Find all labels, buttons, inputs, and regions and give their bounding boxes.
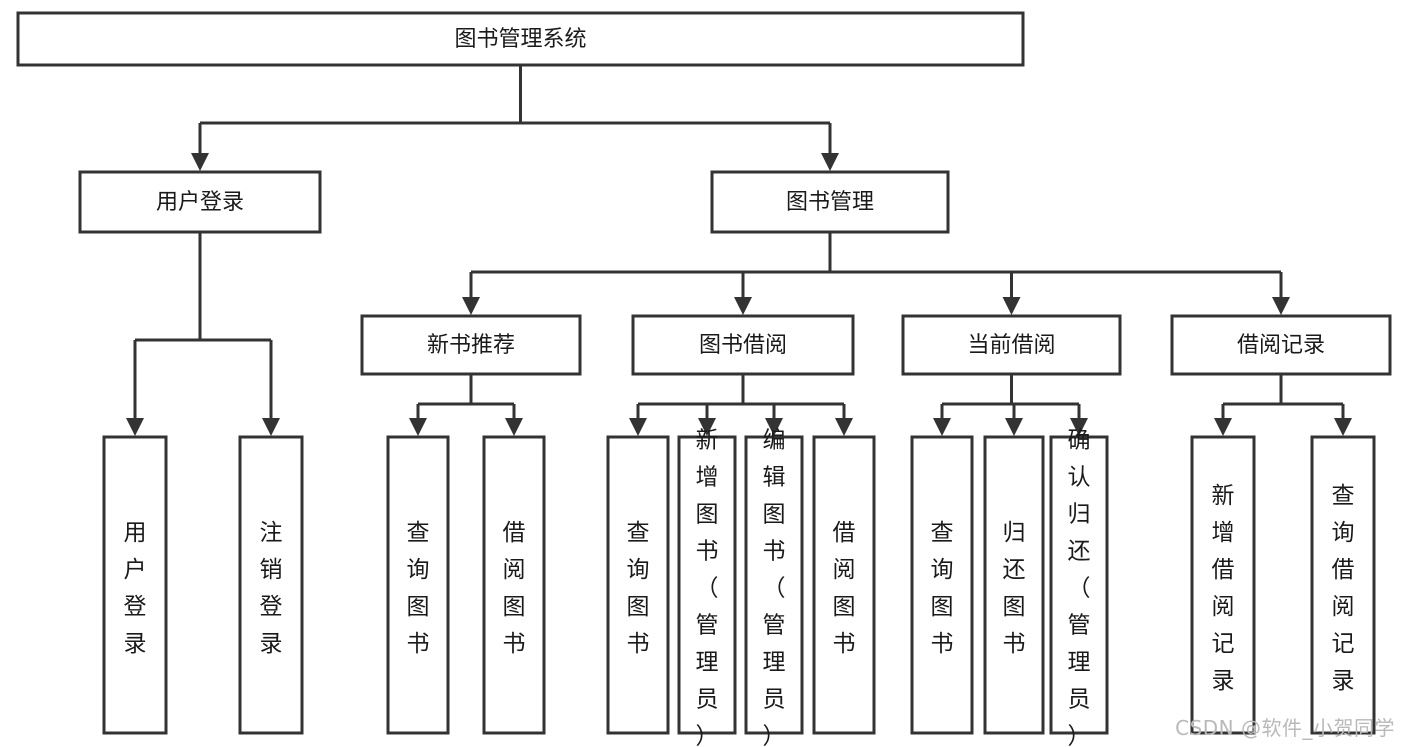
node-label-current-borrow: 当前借阅 xyxy=(967,333,1055,358)
node-label-leaf-query-record: 查询借阅记录 xyxy=(1332,483,1355,694)
node-label-borrow-record: 借阅记录 xyxy=(1237,333,1325,358)
node-box-leaf-return-book xyxy=(983,435,1045,735)
node-leaf-add-record[interactable]: 新增借阅记录 xyxy=(1190,435,1256,735)
node-box-book-borrow xyxy=(631,314,855,376)
node-box-leaf-logout xyxy=(238,435,304,735)
node-box-root xyxy=(16,11,1025,67)
arrow-head-icon xyxy=(505,418,523,436)
node-label-leaf-user-login: 用户登录 xyxy=(124,520,147,657)
node-leaf-query-book-2[interactable]: 查询图书 xyxy=(606,435,670,735)
node-label-leaf-add-record: 新增借阅记录 xyxy=(1212,483,1235,694)
arrow-head-icon xyxy=(835,418,853,436)
arrow-head-icon xyxy=(1214,418,1232,436)
node-box-leaf-borrow-book-1 xyxy=(482,435,546,735)
node-label-leaf-return-book: 归还图书 xyxy=(1003,520,1026,657)
node-label-leaf-confirm-return: 确认归还（管理员） xyxy=(1068,427,1091,747)
arrow-head-icon xyxy=(629,418,647,436)
node-box-leaf-add-book xyxy=(677,435,737,735)
node-new-book-rec[interactable]: 新书推荐 xyxy=(360,314,582,376)
arrow-head-icon xyxy=(1005,418,1023,436)
node-label-leaf-borrow-book-2: 借阅图书 xyxy=(833,520,856,657)
node-leaf-return-book[interactable]: 归还图书 xyxy=(983,435,1045,735)
nodes-layer: 图书管理系统用户登录图书管理新书推荐图书借阅当前借阅借阅记录用户登录注销登录查询… xyxy=(16,11,1392,747)
arrow-head-icon xyxy=(191,153,209,171)
arrow-head-icon xyxy=(1070,418,1088,436)
arrow-head-icon xyxy=(1002,297,1021,315)
arrow-head-icon xyxy=(698,418,716,436)
node-box-leaf-query-book-3 xyxy=(910,435,974,735)
node-box-leaf-edit-book xyxy=(744,435,804,735)
node-label-leaf-edit-book: 编辑图书（管理员） xyxy=(763,427,786,747)
node-box-new-book-rec xyxy=(360,314,582,376)
node-box-leaf-query-record xyxy=(1310,435,1376,735)
node-box-leaf-query-book-1 xyxy=(386,435,450,735)
node-box-book-manage xyxy=(710,170,950,234)
node-label-leaf-add-book: 新增图书（管理员） xyxy=(696,427,719,747)
arrow-head-icon xyxy=(933,418,951,436)
node-box-leaf-borrow-book-2 xyxy=(812,435,876,735)
arrow-head-icon xyxy=(462,297,480,315)
node-box-leaf-user-login xyxy=(102,435,168,735)
node-label-leaf-query-book-2: 查询图书 xyxy=(627,520,650,657)
node-label-leaf-query-book-1: 查询图书 xyxy=(407,520,430,657)
node-leaf-edit-book[interactable]: 编辑图书（管理员） xyxy=(744,427,804,747)
connectors-layer xyxy=(126,65,1352,436)
node-label-leaf-logout: 注销登录 xyxy=(260,520,283,657)
node-book-borrow[interactable]: 图书借阅 xyxy=(631,314,855,376)
arrow-head-icon xyxy=(734,297,752,315)
node-leaf-logout[interactable]: 注销登录 xyxy=(238,435,304,735)
node-box-borrow-record xyxy=(1170,314,1392,376)
node-leaf-query-book-1[interactable]: 查询图书 xyxy=(386,435,450,735)
arrow-head-icon xyxy=(821,153,839,171)
node-borrow-record[interactable]: 借阅记录 xyxy=(1170,314,1392,376)
arrow-head-icon xyxy=(409,418,427,436)
node-label-leaf-borrow-book-1: 借阅图书 xyxy=(503,520,526,657)
arrow-head-icon xyxy=(262,418,280,436)
node-box-user-login xyxy=(78,170,322,234)
arrow-head-icon xyxy=(126,418,144,436)
node-leaf-add-book[interactable]: 新增图书（管理员） xyxy=(677,427,737,747)
node-leaf-query-record[interactable]: 查询借阅记录 xyxy=(1310,435,1376,735)
node-root[interactable]: 图书管理系统 xyxy=(16,11,1025,67)
node-leaf-confirm-return[interactable]: 确认归还（管理员） xyxy=(1049,427,1109,747)
node-box-leaf-confirm-return xyxy=(1049,435,1109,735)
node-label-root: 图书管理系统 xyxy=(454,27,586,52)
node-box-leaf-query-book-2 xyxy=(606,435,670,735)
node-leaf-user-login[interactable]: 用户登录 xyxy=(102,435,168,735)
arrow-head-icon xyxy=(1334,418,1352,436)
node-label-book-manage: 图书管理 xyxy=(786,190,874,215)
node-leaf-borrow-book-1[interactable]: 借阅图书 xyxy=(482,435,546,735)
node-user-login[interactable]: 用户登录 xyxy=(78,170,322,234)
node-current-borrow[interactable]: 当前借阅 xyxy=(901,314,1122,376)
arrow-head-icon xyxy=(1272,297,1290,315)
node-box-current-borrow xyxy=(901,314,1122,376)
watermark-label: CSDN @软件_小贺同学 xyxy=(1175,716,1395,740)
arrow-head-icon xyxy=(765,418,783,436)
node-label-new-book-rec: 新书推荐 xyxy=(427,333,515,358)
node-label-leaf-query-book-3: 查询图书 xyxy=(931,520,954,657)
node-label-book-borrow: 图书借阅 xyxy=(699,333,787,358)
node-label-user-login: 用户登录 xyxy=(156,190,244,215)
node-box-leaf-add-record xyxy=(1190,435,1256,735)
node-leaf-query-book-3[interactable]: 查询图书 xyxy=(910,435,974,735)
node-leaf-borrow-book-2[interactable]: 借阅图书 xyxy=(812,435,876,735)
node-book-manage[interactable]: 图书管理 xyxy=(710,170,950,234)
